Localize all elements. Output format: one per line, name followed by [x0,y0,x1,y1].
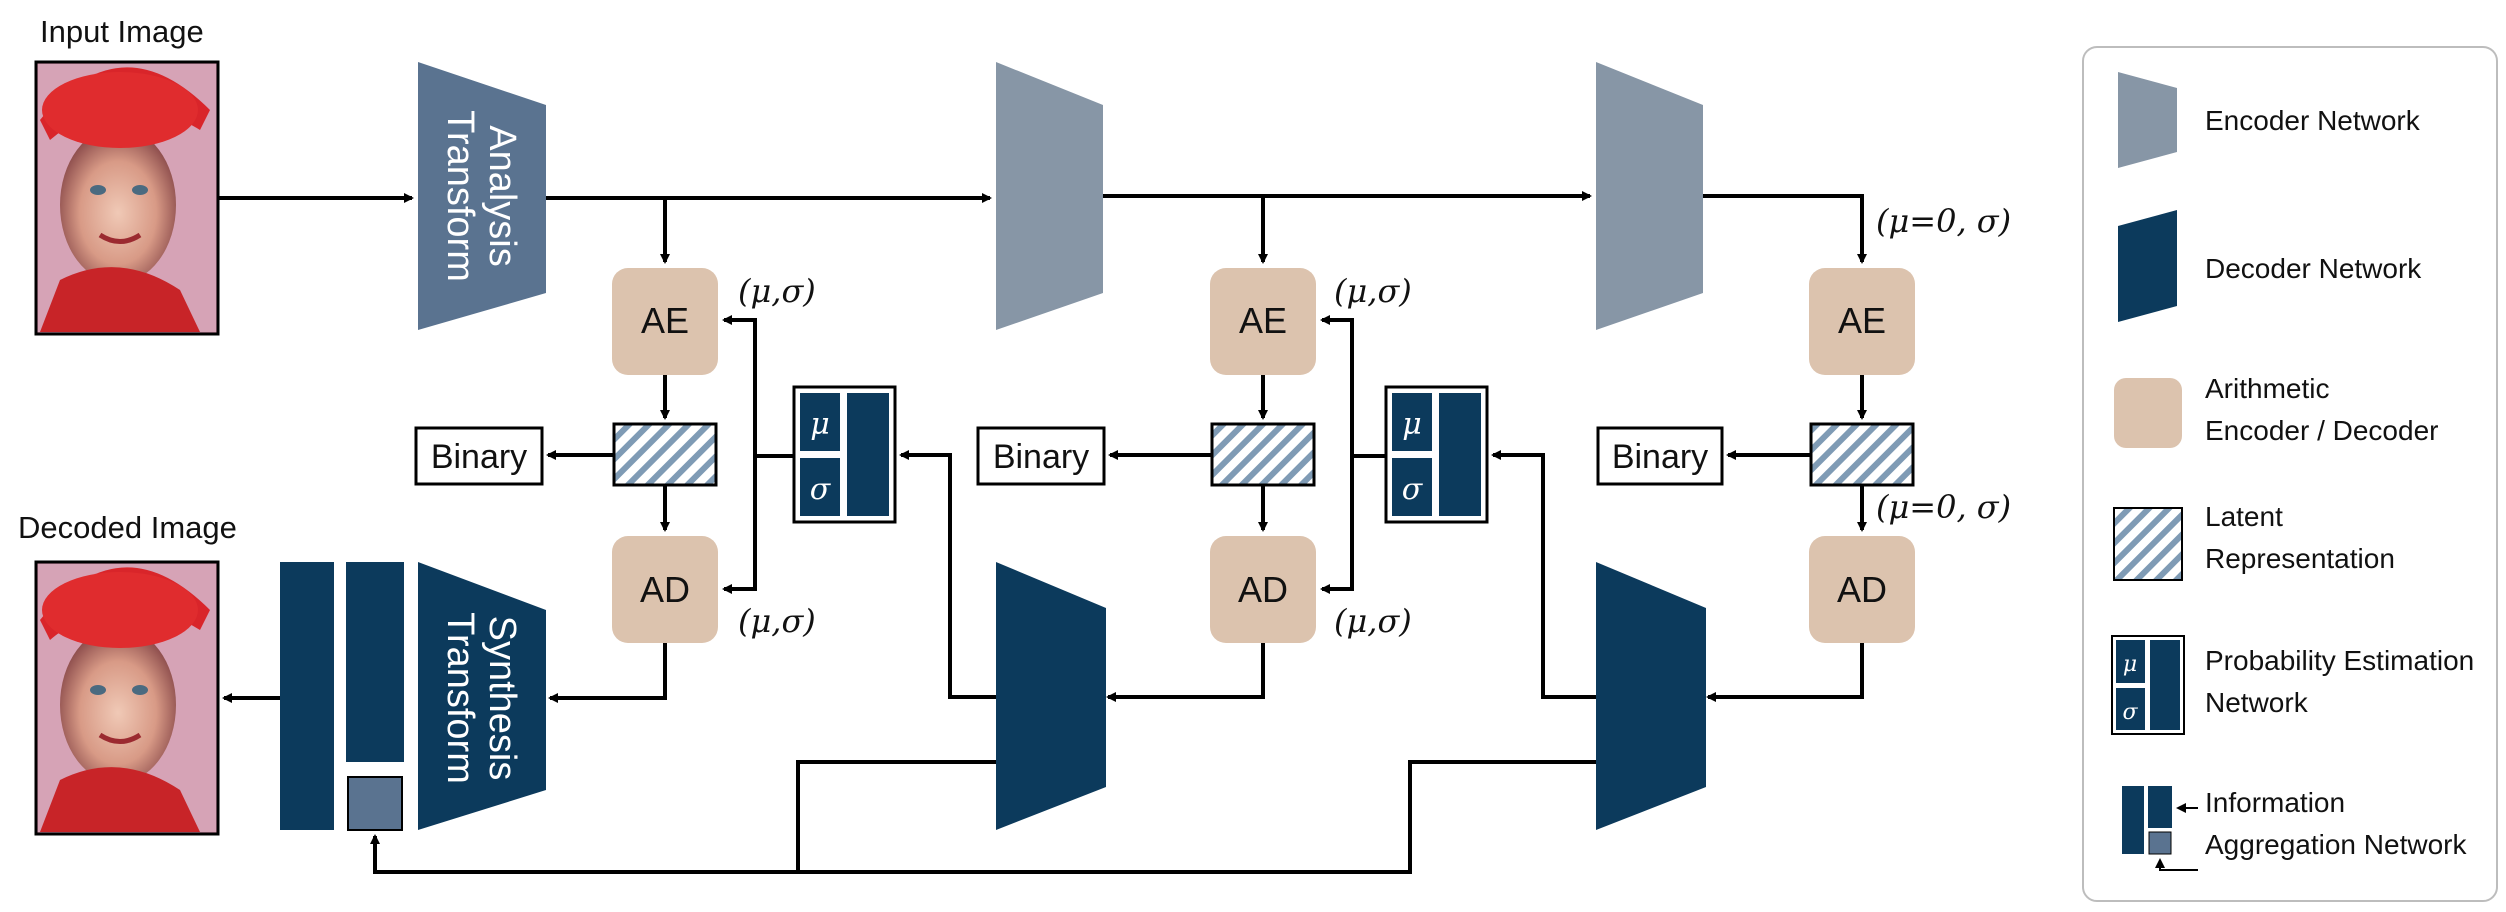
svg-text:Transform: Transform [439,612,481,784]
analysis-transform: Analysis Transform [418,62,546,330]
arrow-ad-3-to-decoder-2 [1706,643,1864,702]
information-aggregation-network [280,562,404,831]
svg-text:μ: μ [1402,407,1422,442]
legend-latent-label-2: Representation [2205,543,2395,574]
ae-label-3: AE [1838,300,1886,341]
param-ae-3: (μ=0, σ) [1876,202,2011,240]
svg-text:Transform: Transform [439,110,481,282]
legend-probability-label-1: Probability Estimation [2205,645,2474,676]
latent-representation-3 [1809,422,1915,487]
param-ae-2: (μ,σ) [1334,272,1412,310]
legend-aggregation-label-1: Information [2205,787,2345,818]
binary-box-3 [1596,426,1724,486]
arrow-pen-2-to-ad-2 [1320,456,1354,594]
legend-encoder-icon [2118,72,2177,168]
ae-label-2: AE [1239,300,1287,341]
ad-label-1: AD [640,569,690,610]
arrow-ad-1-to-synthesis [548,643,667,703]
arrow-to-ae-3 [1703,194,1867,264]
binary-label-3: Binary [1612,438,1708,476]
decoded-image-title: Decoded Image [18,510,237,545]
encoder-network-2 [1596,62,1703,330]
svg-text:σ: σ [1402,472,1424,507]
binary-label-1: Binary [431,438,527,476]
legend-decoder-icon [2118,210,2177,322]
legend-arithmetic-label-2: Encoder / Decoder [2205,415,2438,446]
svg-text:σ: σ [2122,700,2138,725]
ad-label-3: AD [1837,569,1887,610]
ad-label-2: AD [1238,569,1288,610]
encoder-network-1 [996,62,1103,330]
legend-aggregation-icon [2122,786,2198,871]
svg-text:σ: σ [810,472,832,507]
latent-representation-2 [1210,422,1316,487]
binary-label-2: Binary [993,438,1089,476]
binary-box-1 [414,426,544,486]
svg-text:Analysis: Analysis [481,125,523,267]
param-ad-1: (μ,σ) [738,602,816,640]
ae-label-1: AE [641,300,689,341]
ae-block-2 [1210,268,1316,375]
decoder-network-2 [1596,562,1706,830]
arrow-decoder-1-to-pen-1 [899,450,996,699]
latent-representation-1 [612,422,718,487]
synthesis-transform: Synthesis Transform [418,562,546,830]
svg-text:μ: μ [2123,652,2137,677]
probability-estimation-network-1: μ σ [792,385,897,524]
legend-frame [2082,46,2498,902]
legend-decoder-label: Decoder Network [2205,253,2422,284]
legend-latent-label-1: Latent [2205,501,2283,532]
skip-line-from-decoder-1 [796,760,996,872]
ad-block-3 [1809,536,1915,643]
decoded-image [34,560,220,836]
ae-block-3 [1809,268,1915,375]
legend-latent-icon [2113,507,2183,581]
arrow-decoder-2-to-pen-2 [1491,450,1596,699]
input-image [34,60,220,336]
binary-box-2 [976,426,1106,486]
input-image-title: Input Image [40,14,204,49]
legend-encoder-label: Encoder Network [2205,105,2421,136]
probability-estimation-network-2: μ σ [1384,385,1489,524]
param-ad-3: (μ=0, σ) [1876,488,2011,526]
svg-text:Synthesis: Synthesis [481,616,523,781]
legend-arithmetic-icon [2114,378,2182,448]
skip-line-from-decoder-2 [370,760,1596,874]
decoder-network-1 [996,562,1106,830]
svg-text:μ: μ [810,407,830,442]
arrow-pen-1-to-ae-1 [722,315,794,458]
arrow-ad-2-to-decoder-1 [1106,643,1265,702]
legend-arithmetic-label-1: Arithmetic [2205,373,2329,404]
param-ad-2: (μ,σ) [1334,602,1412,640]
param-ae-1: (μ,σ) [738,272,816,310]
arrow-pen-2-to-ae-2 [1320,315,1386,458]
legend-aggregation-label-2: Aggregation Network [2205,829,2467,860]
ae-block-1 [612,268,718,375]
legend-probability-icon: μ σ [2111,635,2185,735]
legend-probability-label-2: Network [2205,687,2309,718]
ad-block-1 [612,536,718,643]
legend: Encoder Network Decoder Network Arithmet… [2082,46,2498,902]
arrow-pen-1-to-ad-1 [722,456,757,594]
ad-block-2 [1210,536,1316,643]
